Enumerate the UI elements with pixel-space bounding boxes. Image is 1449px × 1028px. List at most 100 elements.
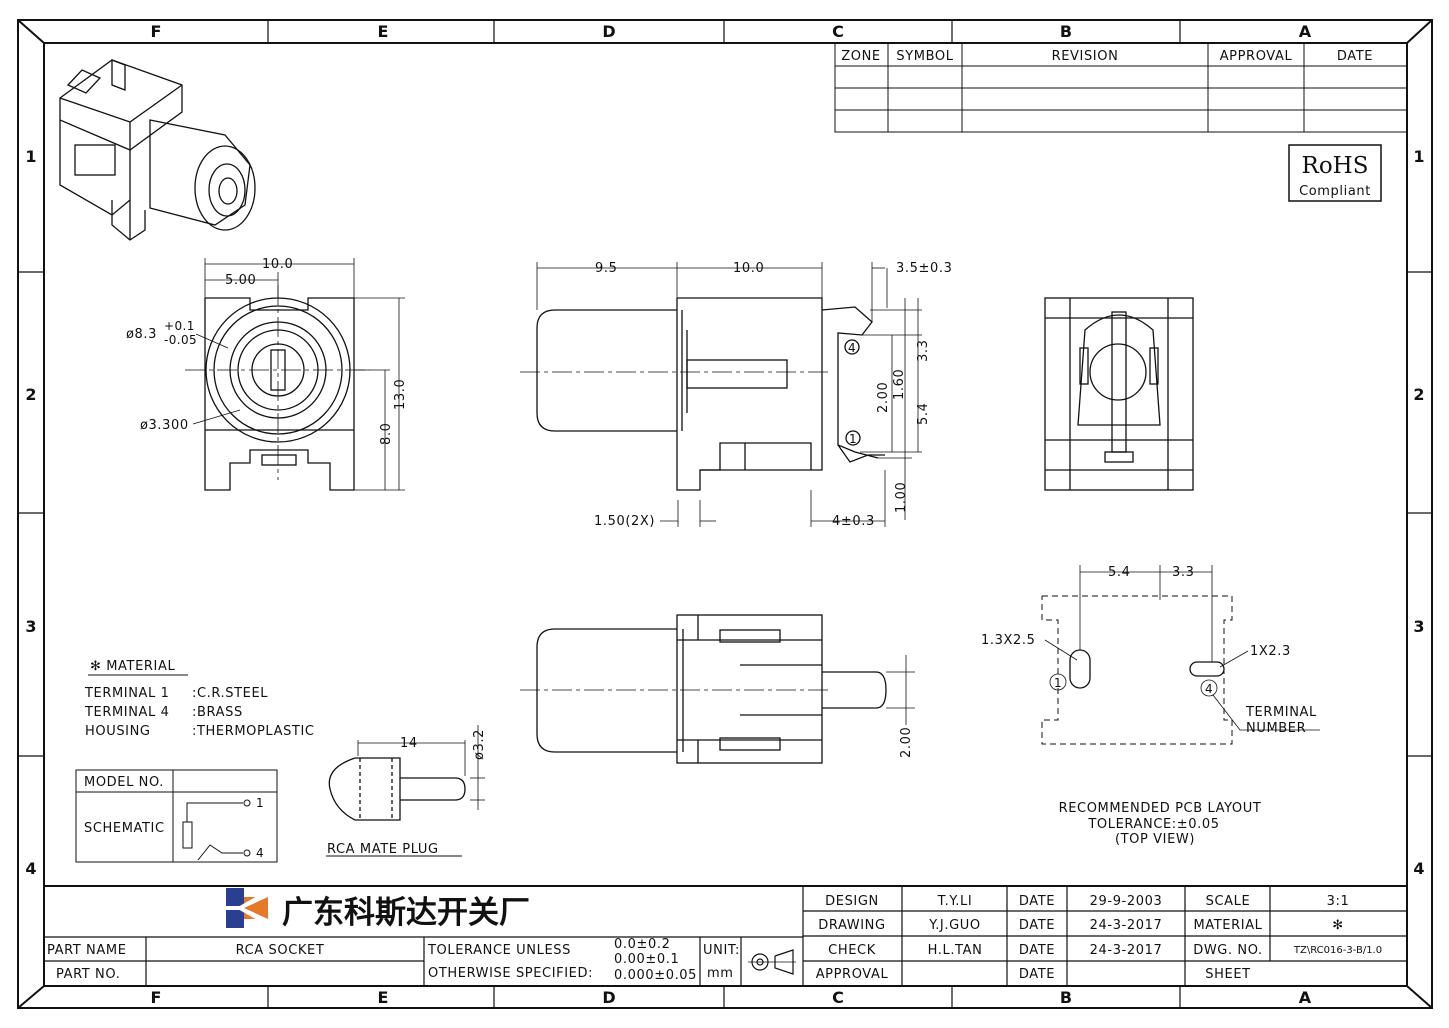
outer-frame [17, 19, 1433, 1009]
schematic-label: SCHEMATIC [84, 821, 165, 836]
row-label-left: 1 [25, 147, 36, 166]
rohs-badge: RoHS Compliant [1288, 144, 1382, 202]
part-name: RCA SOCKET [236, 943, 325, 958]
row-label-left: 4 [25, 859, 36, 878]
sheet-label: SHEET [1205, 967, 1250, 982]
dim-front-inner-dia: ø3.300 [140, 418, 189, 433]
material-item-value: :THERMOPLASTIC [192, 724, 315, 739]
top-view [520, 614, 887, 764]
pcb-number-label: NUMBER [1246, 721, 1306, 736]
pcb-terminal-label: TERMINAL [1245, 705, 1317, 720]
inner-frame [43, 42, 1408, 987]
pcb-dimensions [1044, 565, 1320, 731]
date-label: DATE [1019, 943, 1055, 958]
front-view [185, 285, 370, 491]
material-item-name: TERMINAL 4 [84, 705, 170, 720]
side-view [520, 297, 885, 491]
date-label: DATE [1019, 918, 1055, 933]
row-label-right: 1 [1413, 147, 1424, 166]
design-value: T.Y.LI [937, 894, 973, 909]
dim-front-outer-dia: ø8.3 [126, 327, 157, 342]
part-name-label: PART NAME [47, 943, 127, 958]
dim-side-3-3: 3.3 [916, 340, 931, 362]
side-pin4-ref: 4 [848, 341, 856, 355]
approval-label: APPROVAL [816, 967, 889, 982]
row-label-right: 3 [1413, 617, 1424, 636]
pcb-pin4: 4 [1205, 682, 1213, 696]
revision-table [834, 42, 1408, 133]
check-label: CHECK [828, 943, 876, 958]
row-dividers [18, 271, 1432, 757]
col-label-top: E [378, 22, 389, 41]
col-label-bottom: E [378, 988, 389, 1007]
date-value-3: 24-3-2017 [1090, 943, 1163, 958]
dim-pcb-5-4: 5.4 [1108, 565, 1130, 580]
row-label-left: 2 [25, 385, 36, 404]
dim-pcb-slot4: 1X2.3 [1250, 644, 1291, 659]
scale-label: SCALE [1206, 894, 1251, 909]
material-item-name: HOUSING [85, 724, 151, 739]
dim-top-2-00: 2.00 [899, 727, 914, 758]
col-label-bottom: B [1060, 988, 1072, 1007]
side-dimensions [536, 262, 922, 527]
col-label-bottom: A [1299, 988, 1312, 1007]
col-label-top: A [1299, 22, 1312, 41]
col-label-bottom: C [832, 988, 844, 1007]
dim-pcb-3-3: 3.3 [1172, 565, 1194, 580]
dim-pcb-slot1: 1.3X2.5 [981, 633, 1035, 648]
material-item-name: TERMINAL 1 [84, 686, 170, 701]
col-label-top: C [832, 22, 844, 41]
dim-side-2-00: 2.00 [876, 382, 891, 413]
tolerance-1: 0.0±0.2 [614, 937, 670, 952]
tolerance-line1: TOLERANCE UNLESS [427, 943, 571, 958]
title-block [44, 885, 1407, 986]
rear-view [1044, 297, 1194, 491]
dim-front-width: 10.0 [262, 257, 293, 272]
col-label-top: F [151, 22, 162, 41]
front-dimensions [192, 258, 405, 491]
svg-text:RoHS: RoHS [1302, 153, 1369, 179]
dwg-label: DWG. NO. [1193, 943, 1263, 958]
dim-plug-dia: ø3.2 [472, 729, 487, 760]
top-dimensions [886, 655, 915, 725]
dim-side-front-len: 9.5 [595, 261, 617, 276]
date-label: DATE [1019, 967, 1055, 982]
dwg-value: TZ\RC016-3-B/1.0 [1293, 945, 1382, 956]
dim-front-outer-tol-plus: +0.1 [164, 319, 195, 333]
plug-caption: RCA MATE PLUG [327, 842, 439, 857]
design-label: DESIGN [825, 894, 879, 909]
pcb-title: RECOMMENDED PCB LAYOUT [1059, 801, 1262, 816]
pcb-layout [1041, 595, 1233, 745]
svg-text:Compliant: Compliant [1299, 184, 1371, 199]
tolerance-2: 0.00±0.1 [614, 952, 679, 967]
tolerance-line2: OTHERWISE SPECIFIED: [428, 966, 593, 981]
model-no-label: MODEL NO. [84, 775, 164, 790]
company-name: 广东科斯达开关厂 [282, 895, 530, 931]
schematic-box [75, 769, 278, 863]
material-label: MATERIAL [1193, 918, 1262, 933]
dim-side-tab: 3.5±0.3 [896, 261, 952, 276]
scale-value: 3:1 [1327, 894, 1350, 909]
col-label-top: D [602, 22, 615, 41]
dim-side-1-60: 1.60 [892, 369, 907, 400]
rev-header-symbol: SYMBOL [896, 49, 953, 64]
rev-header-revision: REVISION [1052, 49, 1119, 64]
dim-side-1-50: 1.50(2X) [594, 514, 655, 529]
drawing-value: Y.J.GUO [928, 918, 980, 933]
rev-header-date: DATE [1337, 49, 1373, 64]
material-item-value: :BRASS [192, 705, 243, 720]
unit-label: UNIT: [703, 943, 740, 958]
schematic-pin4: 4 [256, 846, 264, 860]
material-item-value: :C.R.STEEL [192, 686, 268, 701]
rev-header-approval: APPROVAL [1220, 49, 1293, 64]
col-label-top: B [1060, 22, 1072, 41]
date-value-1: 29-9-2003 [1090, 894, 1163, 909]
dim-side-1-00: 1.00 [894, 482, 909, 513]
date-value-2: 24-3-2017 [1090, 918, 1163, 933]
col-label-bottom: F [151, 988, 162, 1007]
unit: mm [707, 966, 734, 981]
material-title: ✻ MATERIAL [90, 659, 175, 674]
rev-header-zone: ZONE [841, 49, 880, 64]
dim-front-center-h: 8.0 [379, 423, 394, 445]
